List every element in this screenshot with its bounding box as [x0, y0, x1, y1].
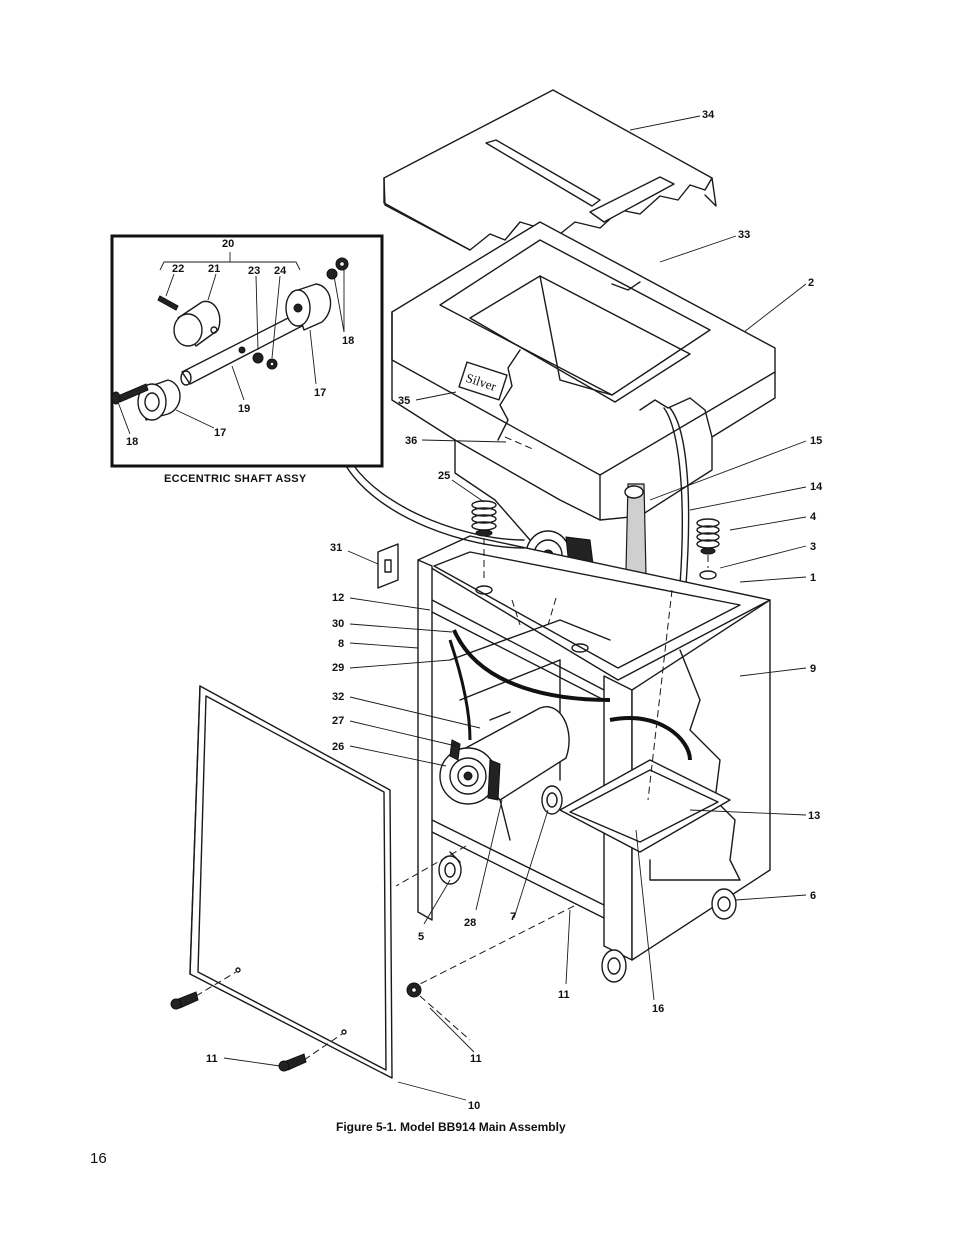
callout-11-bolt: 11 — [206, 1053, 218, 1065]
callout-6: 6 — [810, 890, 816, 902]
bolt-lower — [278, 1053, 307, 1072]
leader-lines — [117, 115, 807, 1101]
callout-23: 23 — [248, 265, 260, 277]
callout-12: 12 — [332, 592, 344, 604]
callout-3: 3 — [810, 541, 816, 553]
callout-21: 21 — [208, 263, 220, 275]
callout-31: 31 — [330, 542, 342, 554]
caster-rear-left — [541, 785, 563, 815]
inset-title: ECCENTRIC SHAFT ASSY — [164, 473, 307, 485]
caster-rear-right — [711, 888, 737, 920]
drive-belt — [448, 629, 692, 761]
callout-20: 20 — [222, 238, 234, 250]
callout-17-upper: 17 — [314, 387, 326, 399]
callouts: 34 33 2 15 14 4 3 1 9 13 6 35 36 25 31 1… — [126, 109, 823, 1112]
callout-32: 32 — [332, 691, 344, 703]
callout-13: 13 — [808, 810, 820, 822]
discharge-chute — [624, 407, 690, 586]
spring-left — [471, 500, 497, 537]
callout-22: 22 — [172, 263, 184, 275]
callout-9: 9 — [810, 663, 816, 675]
hopper-slot — [504, 436, 536, 451]
callout-14: 14 — [810, 481, 823, 493]
callout-2: 2 — [808, 277, 814, 289]
front-panel — [189, 685, 393, 1079]
callout-1: 1 — [810, 572, 816, 584]
bolt-upper — [170, 991, 199, 1010]
caster-front-right — [601, 949, 627, 983]
callout-26: 26 — [332, 741, 344, 753]
callout-7: 7 — [510, 911, 516, 923]
caster-front-left — [438, 851, 462, 885]
callout-18-upper: 18 — [342, 335, 354, 347]
callout-19: 19 — [238, 403, 250, 415]
page-number: 16 — [90, 1150, 107, 1167]
spring-right — [696, 518, 720, 555]
figure-caption: Figure 5-1. Model BB914 Main Assembly — [336, 1120, 566, 1134]
callout-16: 16 — [652, 1003, 664, 1015]
hopper — [391, 221, 776, 589]
switch-plate — [377, 543, 399, 589]
callout-15: 15 — [810, 435, 822, 447]
callout-10: 10 — [468, 1100, 480, 1112]
callout-29: 29 — [332, 662, 344, 674]
callout-4: 4 — [810, 511, 817, 523]
callout-28: 28 — [464, 917, 476, 929]
callout-5: 5 — [418, 931, 424, 943]
callout-27: 27 — [332, 715, 344, 727]
knob-nut — [406, 982, 422, 998]
callout-18-lower: 18 — [126, 436, 138, 448]
callout-30: 30 — [332, 618, 344, 630]
callout-36: 36 — [405, 435, 417, 447]
hopper-lid — [383, 89, 717, 251]
nameplate: Silver — [458, 361, 508, 401]
cabinet — [417, 535, 771, 961]
callout-35: 35 — [398, 395, 410, 407]
callout-34: 34 — [702, 109, 715, 121]
callout-17-lower: 17 — [214, 427, 226, 439]
callout-33: 33 — [738, 229, 750, 241]
callout-24: 24 — [274, 265, 287, 277]
callout-11-knob: 11 — [470, 1053, 482, 1065]
callout-11-center: 11 — [558, 989, 570, 1001]
callout-25: 25 — [438, 470, 450, 482]
callout-8: 8 — [338, 638, 344, 650]
motor — [439, 706, 570, 841]
inset-eccentric-shaft — [110, 234, 384, 468]
